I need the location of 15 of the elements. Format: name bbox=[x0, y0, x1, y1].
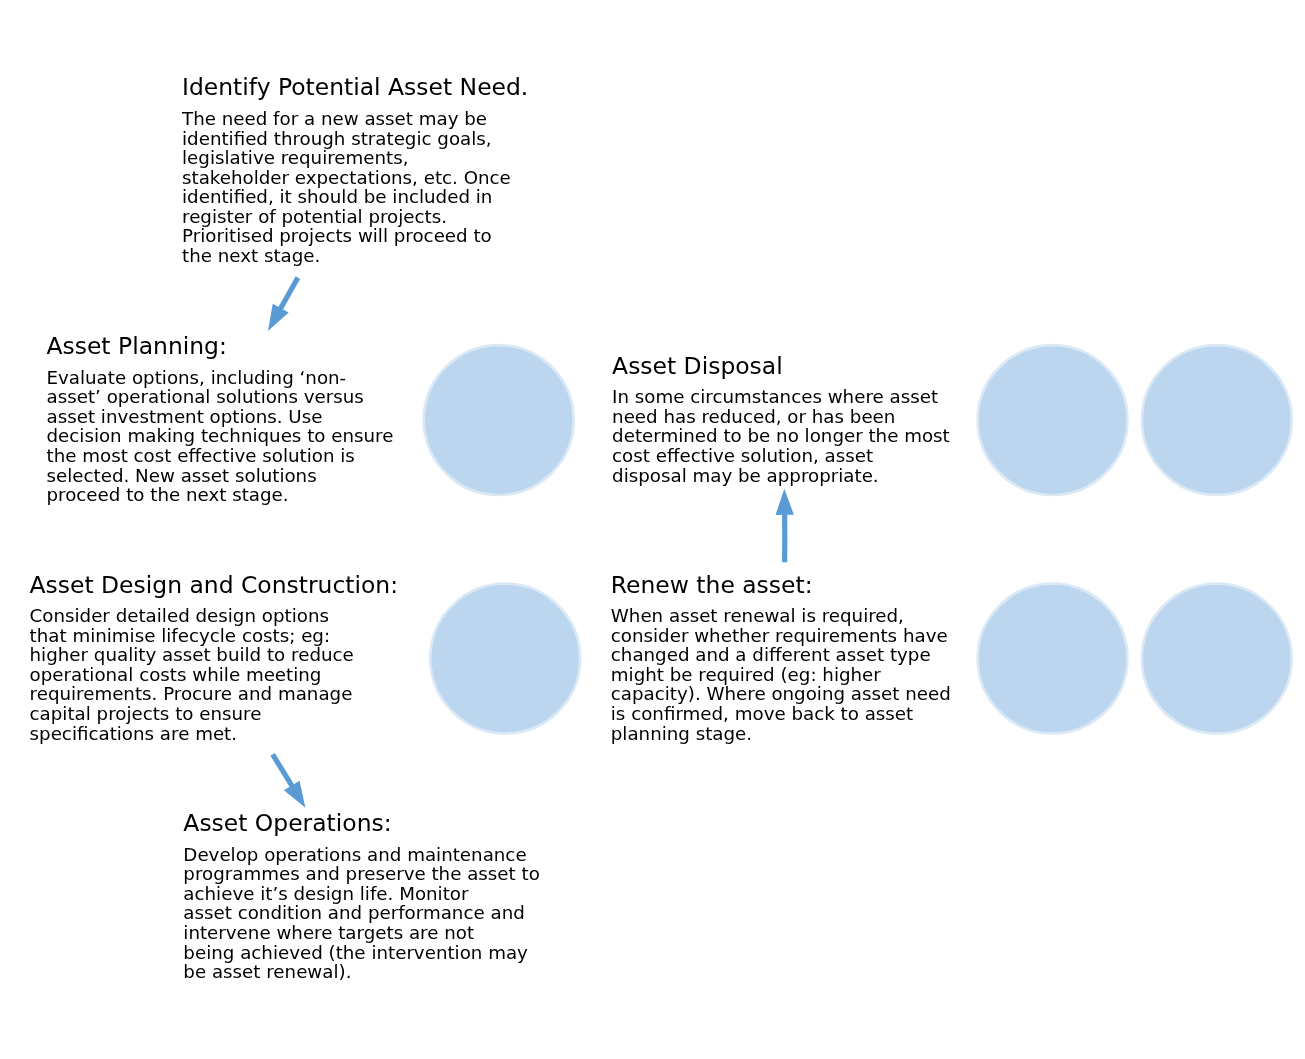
arrow bbox=[267, 276, 301, 331]
node-text: Asset Planning: Evaluate options, including ‘non-asset’ operational solutions versus asset investment options. Use decision making techniques to ensure the most cost effective solution is selected. New asset solutions proceed to the next stage. bbox=[46, 332, 394, 506]
arrow bbox=[270, 753, 306, 808]
node-circle bbox=[422, 343, 575, 497]
node-circle bbox=[429, 582, 582, 735]
node-circle bbox=[976, 343, 1129, 497]
node-circle bbox=[1140, 582, 1294, 735]
node-text: Asset Disposal In some circumstances where asset need has reduced, or has been determined to be no longer the most cost effective solution, asset disposal may be appropriate. bbox=[612, 351, 950, 486]
node-circle bbox=[1140, 343, 1294, 497]
node-text: Asset Design and Construction: Consider detailed design options that minimise lifecycle costs; eg: higher quality asset build to reduce operational costs while meeting requirements. Procure and manage capital projects to ensure specifications are met. bbox=[29, 570, 399, 744]
node-text: Identify Potential Asset Need. The need for a new asset may be identified through strategic goals, legislative requirements, stakeholder expectations, etc. Once identified, it should be included in register of potential projects. Prioritised projects will proceed to the next stage. bbox=[182, 73, 529, 266]
node-text: Asset Operations: Develop operations and maintenance programmes and preserve the asset to achieve it’s design life. Monitor asset condition and performance and intervene where targets are not being achieved (the intervention may be asset renewal). bbox=[183, 809, 540, 983]
node-circle bbox=[976, 582, 1129, 735]
arrow bbox=[775, 488, 794, 563]
node-text: Renew the asset: When asset renewal is required, consider whether requirements have changed and a different asset type might be required (eg: higher capacity). Where ongoing asset need is confirmed, move back to asset planning stage. bbox=[610, 570, 951, 744]
